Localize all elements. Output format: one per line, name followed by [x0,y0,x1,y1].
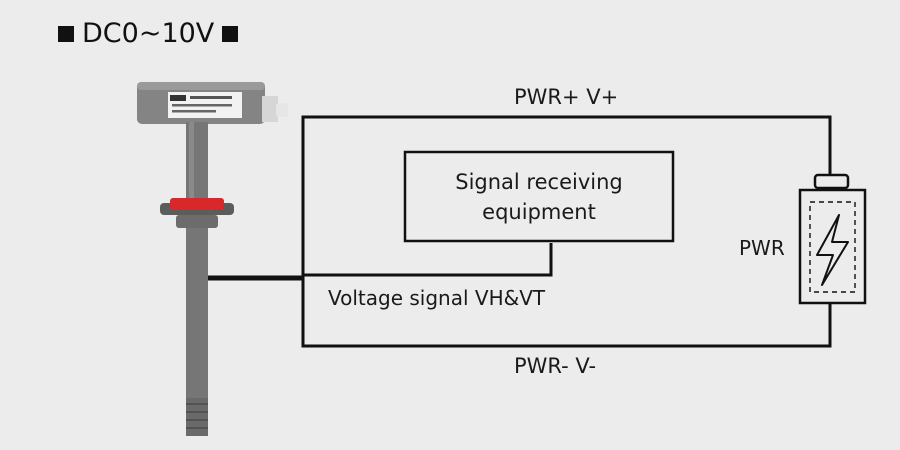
signal-box-line1: Signal receiving [455,170,623,194]
outer-loop-wire [301,115,832,348]
pwr-minus-label: PWR- V- [514,354,597,378]
signal-box-line2: equipment [482,200,596,224]
pwr-label: PWR [739,236,785,260]
signal-wire [303,243,553,277]
diagram-title: DC0~10V [58,18,239,49]
title-text: DC0~10V [82,18,215,49]
battery-lightning-icon [798,173,867,305]
signal-receiving-box [403,150,675,243]
voltage-signal-label: Voltage signal VH&VT [328,286,546,310]
wires [203,115,832,348]
square-bullet-icon [222,25,239,42]
square-bullet-icon [58,25,74,42]
duct-temperature-sensor-icon [137,82,288,436]
pwr-plus-label: PWR+ V+ [514,85,619,109]
